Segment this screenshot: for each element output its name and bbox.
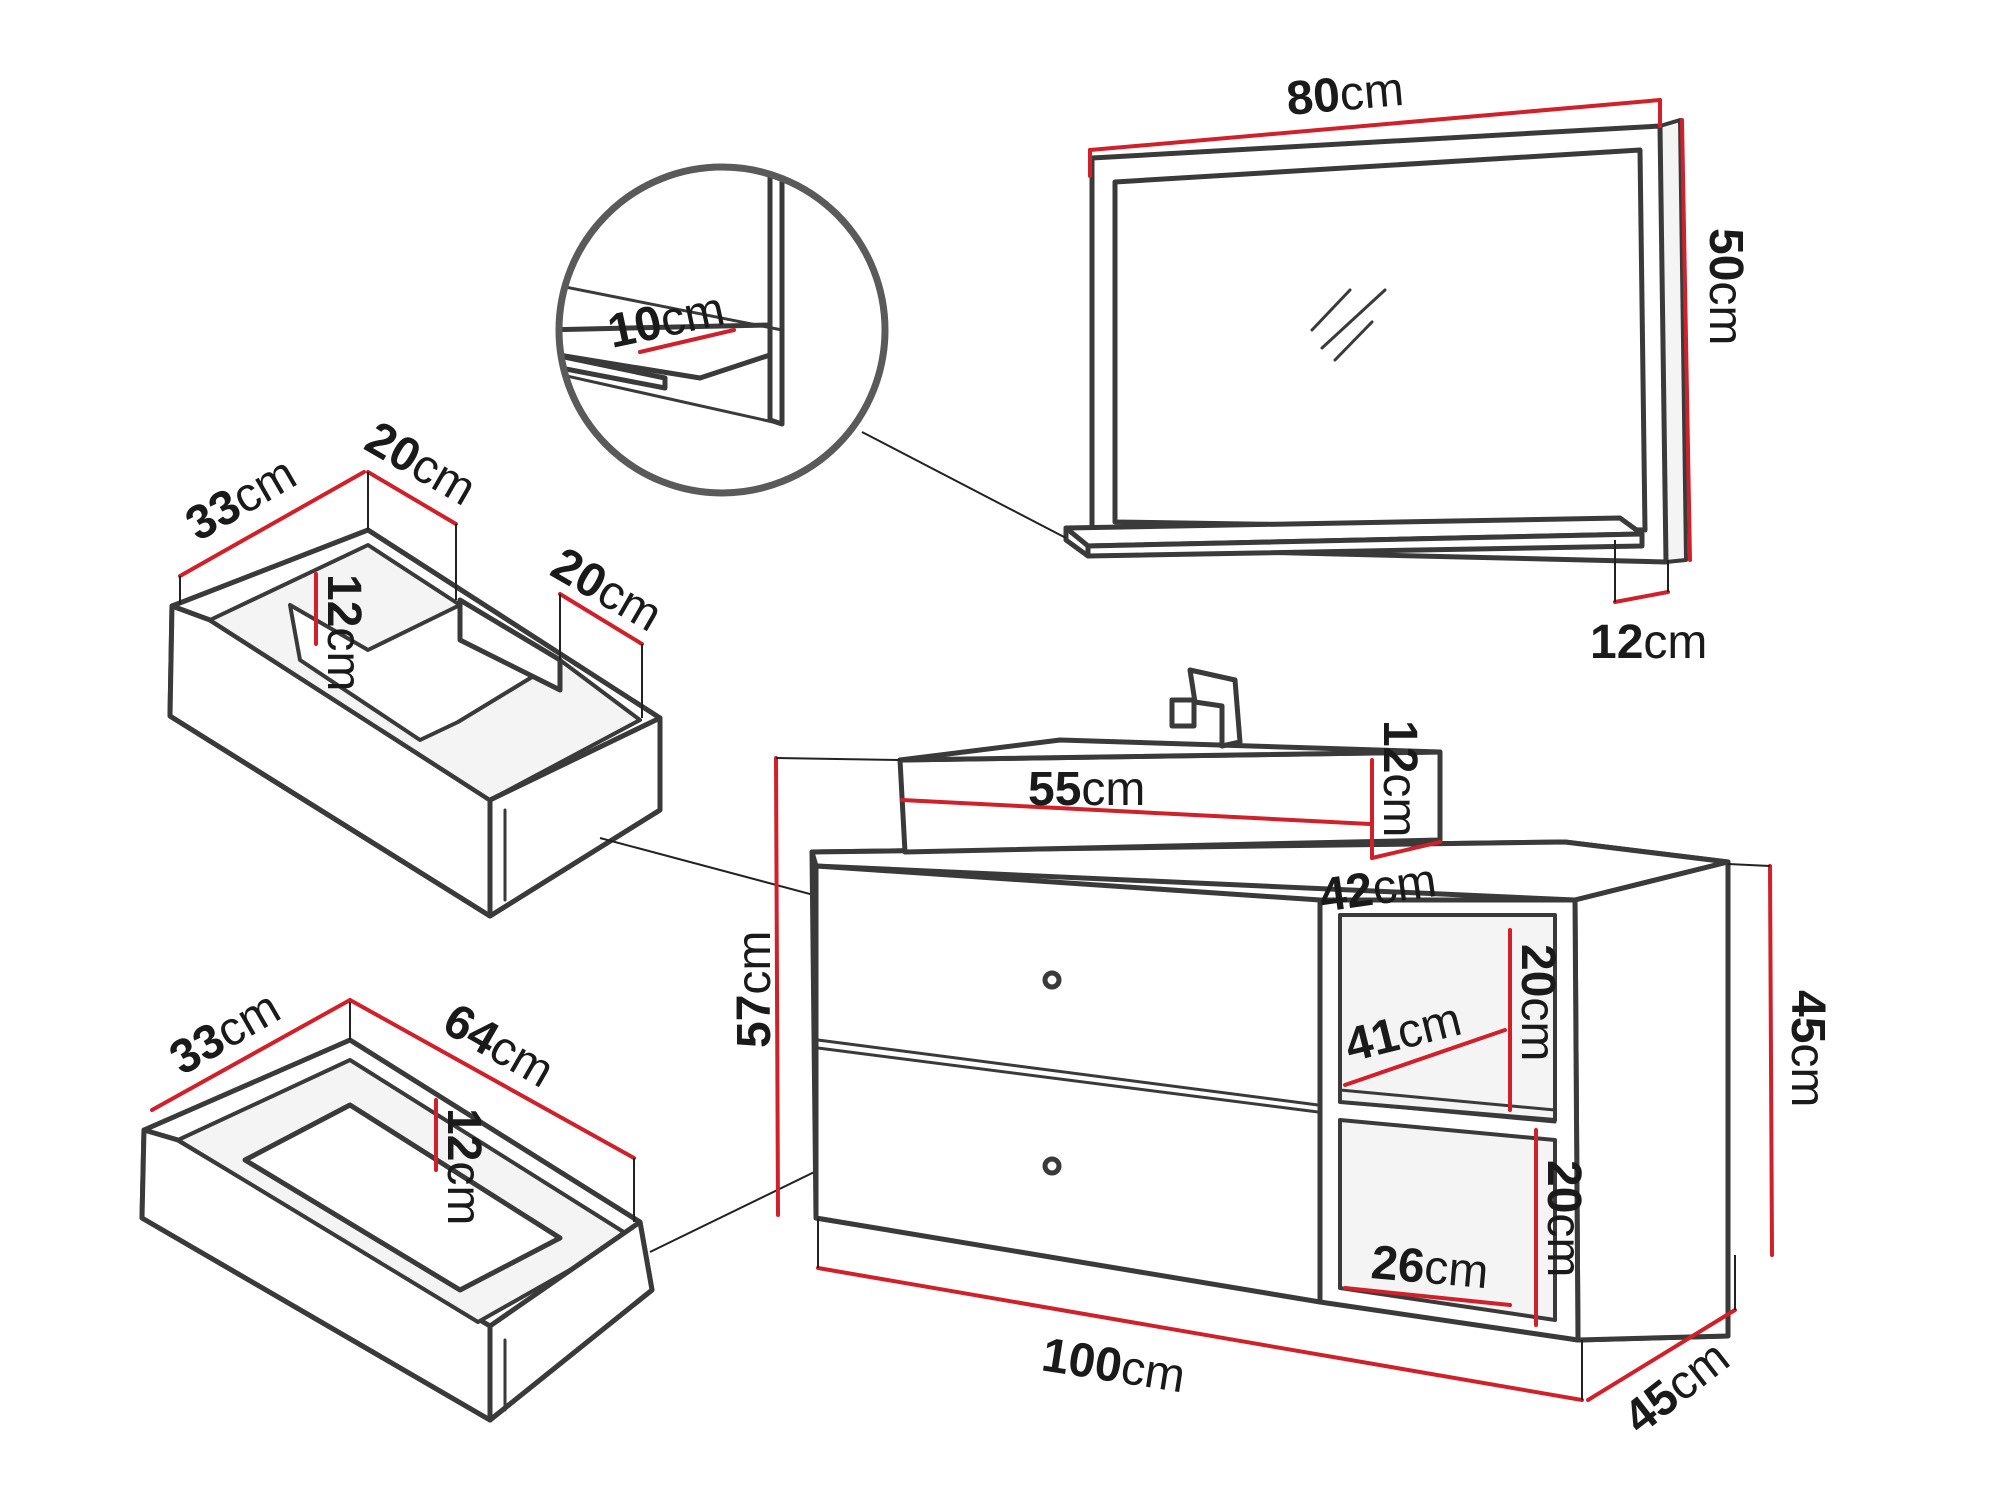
mirror-glass <box>1112 147 1648 533</box>
detail-leader-line <box>861 431 1067 539</box>
shelf-lower-depth-label: 26cm <box>1369 1236 1491 1299</box>
cabinet-body-height-label: 45cm <box>1781 990 1834 1107</box>
mirror <box>1063 118 1688 565</box>
drawer-split-line <box>816 1046 1320 1114</box>
top-drawer-height-label: 12cm <box>317 574 370 691</box>
mirror-height-label: 50cm <box>1699 228 1752 345</box>
top-drawer-depth-line <box>178 470 366 578</box>
top-drawer-cutout-line <box>366 470 458 526</box>
glass-reflection-line <box>1333 320 1374 362</box>
shelf-board <box>1338 1100 1557 1124</box>
cabinet-side <box>1572 859 1731 1343</box>
detail-shelf-top <box>559 322 773 381</box>
drawer-knob-lower <box>1042 1156 1062 1176</box>
basin-front <box>897 749 1443 855</box>
basin <box>897 667 1443 855</box>
faucet-handle <box>1169 697 1197 729</box>
top-drawer-side-line <box>558 592 644 646</box>
basin-width-line <box>900 798 1372 826</box>
cabinet-total-height-line <box>774 756 780 1217</box>
top-drawer-cutout <box>457 597 563 693</box>
cabinet-depth-line <box>1586 1308 1737 1402</box>
mirror-width-label: 80cm <box>1284 63 1406 126</box>
detail-frame-line <box>559 280 784 332</box>
shelf-detail-circle <box>555 163 889 497</box>
cabinet-total-height-label: 57cm <box>728 931 781 1048</box>
shelf-board <box>1338 1088 1557 1112</box>
basin-height-label: 12cm <box>1373 720 1426 837</box>
detail-shelf-label: 10cm <box>603 283 729 359</box>
shelf-upper-height-label: 20cm <box>1511 944 1564 1061</box>
top-drawer-cutout-label: 20cm <box>357 412 485 517</box>
basin-top <box>897 737 1443 763</box>
mirror-height-line <box>1680 118 1692 562</box>
top-drawer-front <box>487 715 663 919</box>
bottom-drawer-floor <box>242 1102 563 1293</box>
detail-circle-outline <box>555 163 889 497</box>
vanity-cabinet <box>809 839 1731 1343</box>
bottom-drawer-height-label: 12cm <box>437 1108 490 1225</box>
glass-reflection-line <box>1310 288 1352 332</box>
cabinet-drawer-front <box>813 863 1323 1305</box>
drawer-knob-upper <box>1042 970 1062 990</box>
bottom-drawer-width-line <box>348 998 636 1160</box>
open-shelf-lower <box>1338 1118 1557 1322</box>
cabinet-body-height-tick <box>1727 863 1771 867</box>
faucet-icon <box>1187 667 1243 749</box>
cabinet-height-tick <box>775 757 901 761</box>
shelf-lower-depth-line <box>1343 1286 1512 1307</box>
mirror-width-line <box>1088 98 1662 152</box>
bottom-drawer <box>139 1037 655 1423</box>
cabinet-body-height-line <box>1768 864 1774 1257</box>
top-drawer-depth-label: 33cm <box>177 447 305 552</box>
detail-frame-line <box>559 368 784 426</box>
bottom-drawer-front <box>487 1219 655 1423</box>
top-drawer-side-label: 20cm <box>543 538 671 643</box>
detail-shelf-front <box>559 349 668 391</box>
detail-mirror-edge <box>767 167 785 427</box>
cabinet-width-label: 100cm <box>1038 1329 1189 1404</box>
shelf-depth-line <box>1343 1028 1507 1087</box>
bottom-drawer-depth-line <box>150 998 352 1112</box>
mirror-shelf-depth-line <box>1613 590 1670 604</box>
shelf-lower-height-label: 20cm <box>1537 1160 1590 1277</box>
basin-depth-label: 42cm <box>1316 854 1440 923</box>
mirror-shelf-front <box>1085 531 1645 559</box>
detail-shelf-line <box>638 328 736 354</box>
cabinet-width-line <box>816 1266 1584 1402</box>
glass-reflection-line <box>1320 288 1387 350</box>
mirror-shelf-depth-label: 12cm <box>1590 616 1707 669</box>
basin-depth-line <box>1370 840 1442 860</box>
basin-width-label: 55cm <box>1028 763 1145 816</box>
drawer-split-line <box>816 1038 1320 1107</box>
